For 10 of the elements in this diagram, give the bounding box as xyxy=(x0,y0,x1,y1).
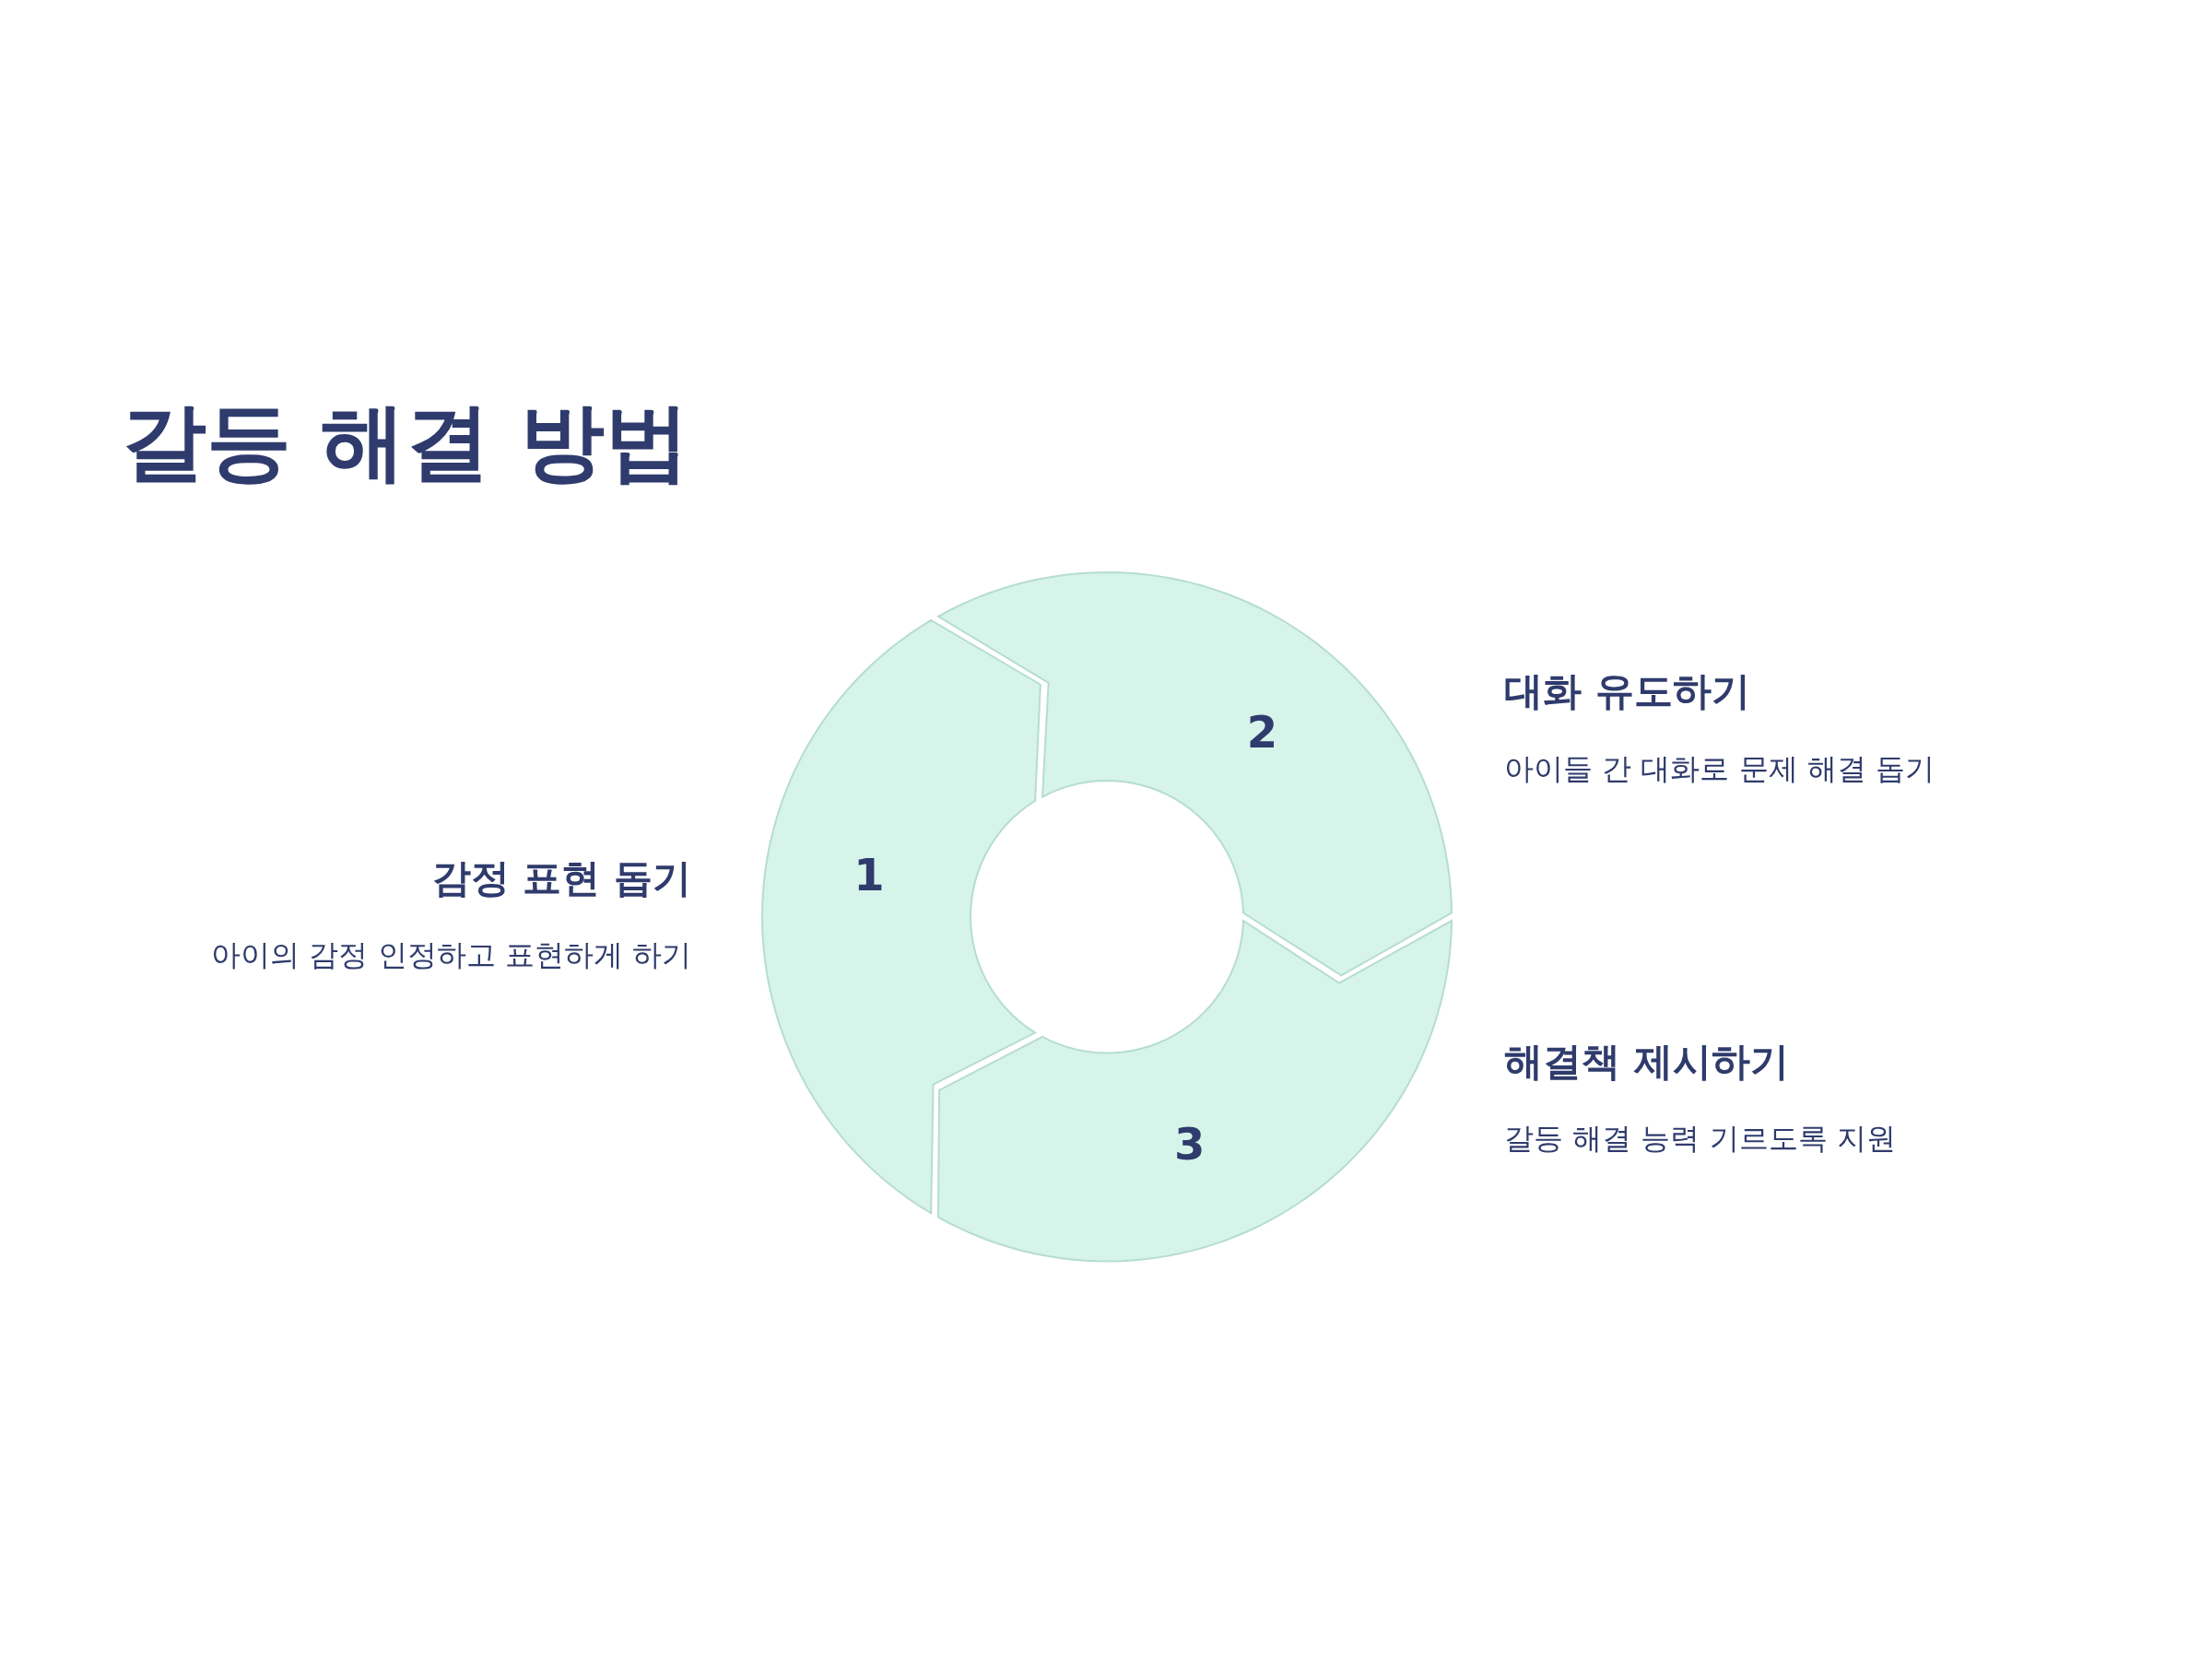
step-description: 갈등 해결 능력 기르도록 지원 xyxy=(1504,1120,1896,1157)
step-description: 아이들 간 대화로 문제 해결 돕기 xyxy=(1504,750,1935,787)
step-heading: 감정 표현 돕기 xyxy=(431,854,691,902)
title: 갈등 해결 방법 xyxy=(122,392,690,493)
step-description: 아이의 감정 인정하고 표현하게 하기 xyxy=(211,936,691,973)
step-heading: 대화 유도하기 xyxy=(1504,667,1750,715)
step-heading: 해결책 제시하기 xyxy=(1504,1038,1789,1086)
step-number: 1 xyxy=(853,853,885,898)
step-number: 2 xyxy=(1246,710,1278,755)
step-number: 3 xyxy=(1173,1122,1206,1167)
